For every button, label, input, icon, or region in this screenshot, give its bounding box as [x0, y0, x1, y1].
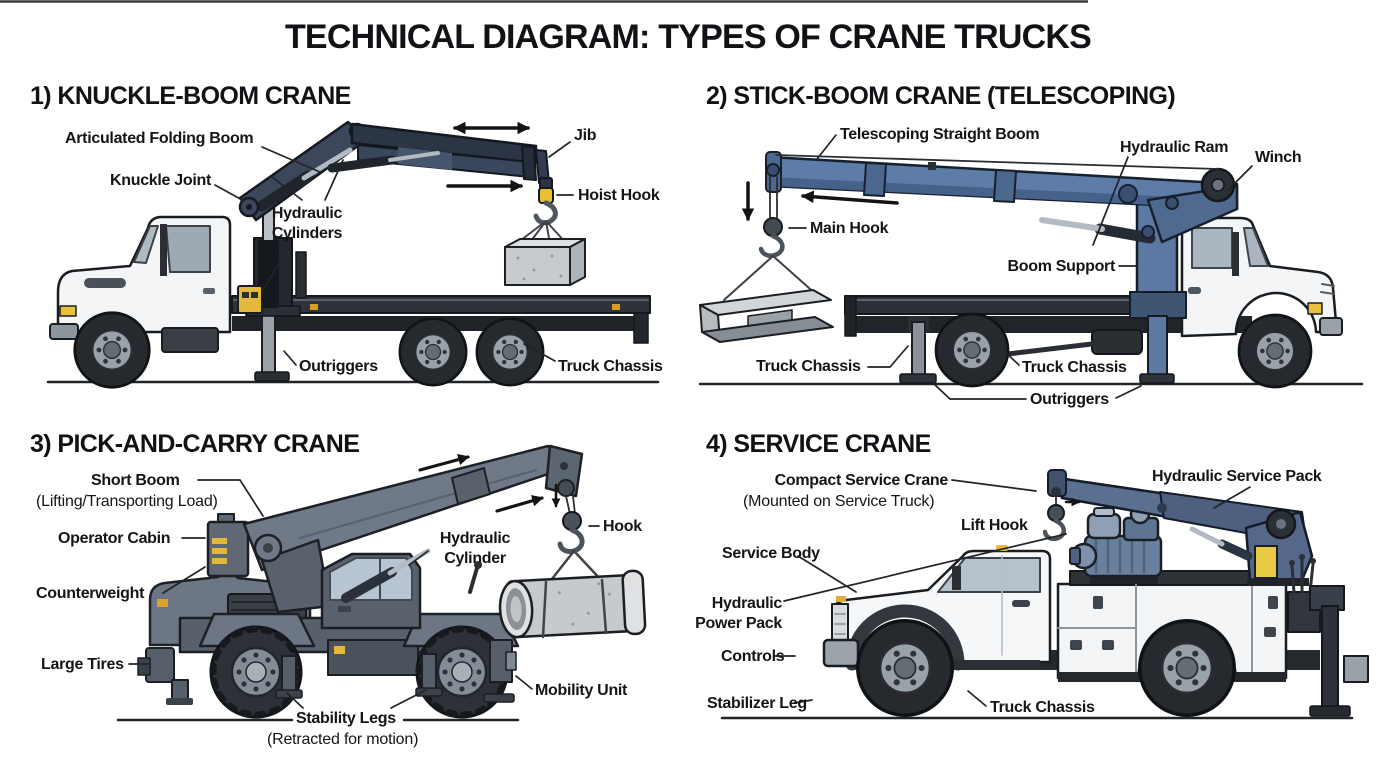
label-articulated-folding-boom: Articulated Folding Boom [65, 130, 254, 147]
label-truck-chassis-4: Truck Chassis [990, 699, 1095, 716]
page-title: TECHNICAL DIAGRAM: TYPES OF CRANE TRUCKS [284, 18, 1092, 56]
label-truck-chassis-2b: Truck Chassis [1022, 359, 1127, 376]
label-truck-chassis-2a: Truck Chassis [756, 358, 861, 375]
label-controls: Controls [721, 648, 785, 665]
label-mounted-note: (Mounted on Service Truck) [743, 493, 935, 510]
label-large-tires: Large Tires [41, 656, 124, 673]
label-outriggers-1: Outriggers [299, 358, 378, 375]
label-hook: Hook [603, 518, 642, 535]
section-heading-pick-and-carry: 3) PICK-AND-CARRY CRANE [30, 430, 360, 458]
label-knuckle-joint: Knuckle Joint [110, 172, 212, 189]
section-heading-stick-boom: 2) STICK-BOOM CRANE (TELESCOPING) [706, 82, 1176, 110]
service-crane-truck-illustration [720, 469, 1369, 720]
label-short-boom: Short Boom [91, 472, 180, 489]
stick-boom-truck-illustration [698, 151, 1364, 389]
label-hydraulic-service-pack: Hydraulic Service Pack [1152, 468, 1322, 485]
label-jib: Jib [574, 127, 597, 144]
knuckle-boom-truck-illustration [46, 120, 660, 389]
leader-lines [128, 134, 1253, 709]
label-winch: Winch [1255, 149, 1302, 166]
label-hydraulic-ram: Hydraulic Ram [1120, 139, 1229, 156]
label-service-body: Service Body [722, 545, 820, 562]
label-lifting-note: (Lifting/Transporting Load) [36, 493, 218, 510]
label-operator-cabin: Operator Cabin [58, 530, 171, 547]
label-compact-service-crane: Compact Service Crane [774, 472, 949, 489]
label-retracted-note: (Retracted for motion) [267, 731, 419, 748]
label-telescoping-straight-boom: Telescoping Straight Boom [840, 126, 1040, 143]
label-stability-legs: Stability Legs [296, 710, 396, 727]
boom-extend-arrow [418, 454, 470, 472]
label-mobility-unit: Mobility Unit [535, 682, 628, 699]
label-counterweight: Counterweight [36, 585, 145, 602]
label-stabilizer-leg: Stabilizer Leg [707, 695, 807, 712]
label-hoist-hook: Hoist Hook [578, 187, 660, 204]
boom-extend-arrow-2 [495, 495, 544, 513]
retract-arrow [801, 190, 899, 205]
label-hydraulic-cylinders: Hydraulic Cylinders [271, 205, 343, 242]
label-outriggers-2: Outriggers [1030, 391, 1109, 408]
label-hydraulic-cylinder: Hydraulic Cylinder [439, 530, 511, 567]
label-truck-chassis-1: Truck Chassis [558, 358, 663, 375]
pick-and-carry-crane-illustration [116, 444, 647, 722]
section-heading-service-crane: 4) SERVICE CRANE [706, 430, 931, 458]
label-boom-support: Boom Support [1007, 258, 1116, 275]
label-hydraulic-power-pack: Hydraulic Power Pack [695, 595, 782, 632]
section-heading-knuckle-boom: 1) KNUCKLE-BOOM CRANE [30, 82, 351, 110]
label-lift-hook: Lift Hook [961, 517, 1028, 534]
label-main-hook: Main Hook [810, 220, 889, 237]
